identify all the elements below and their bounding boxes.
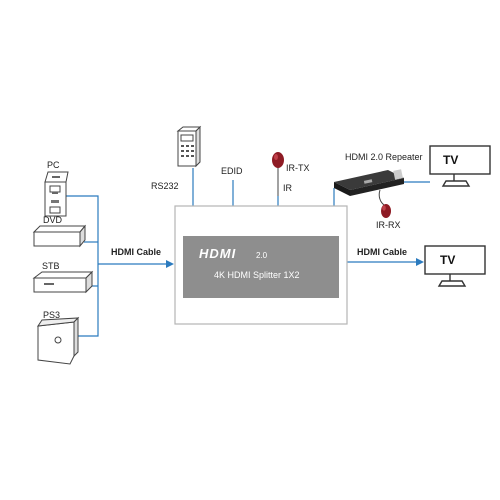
tv1-label: TV [443, 153, 459, 167]
ir-tx-label: IR-TX [286, 163, 310, 173]
remote-control-icon [176, 125, 202, 168]
dvd-player-icon [32, 224, 87, 248]
pc-label: PC [47, 160, 60, 170]
input-cable-lines [66, 195, 168, 337]
ir-label: IR [283, 183, 292, 193]
tv-icon [429, 145, 491, 187]
hdmi-logo: HDMI [199, 246, 237, 261]
rs232-label: RS232 [151, 181, 179, 191]
splitter-front-panel [183, 236, 339, 298]
repeater-label: HDMI 2.0 Repeater [345, 152, 423, 162]
dvd-label: DVD [43, 215, 63, 225]
set-top-box-icon [32, 270, 94, 294]
ir-rx-label: IR-RX [376, 220, 401, 230]
edid-label: EDID [221, 166, 243, 176]
tv-icon [424, 245, 486, 287]
ir-receiver-icon [381, 204, 391, 218]
output-arrow-icon [416, 258, 424, 266]
ir-rx-cable [378, 189, 385, 206]
control-cable-lines [192, 168, 335, 206]
hdmi-version: 2.0 [256, 251, 268, 260]
input-cable-label: HDMI Cable [111, 247, 162, 257]
ir-transmitter-icon [272, 152, 284, 196]
tv2-label: TV [440, 253, 456, 267]
ps3-label: PS3 [43, 310, 61, 320]
input-arrow-icon [166, 260, 174, 268]
splitter-model-label: 4K HDMI Splitter 1X2 [214, 270, 300, 280]
stb-label: STB [42, 261, 60, 271]
hdmi-repeater-icon [333, 169, 404, 196]
ps3-console-icon [36, 316, 80, 365]
pc-tower-icon [44, 171, 69, 217]
output-cable-label: HDMI Cable [357, 247, 408, 257]
